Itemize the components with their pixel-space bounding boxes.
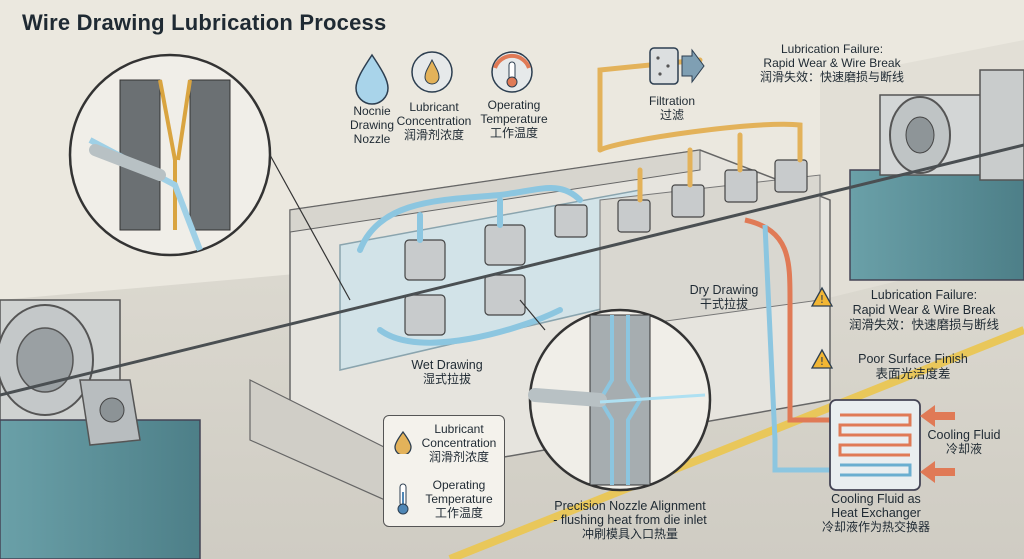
cooling-fluid-label: Cooling Fluid 冷却液 (927, 428, 1001, 456)
capstan-machine (849, 69, 1024, 281)
dry-drawing-label: Dry Drawing 干式拉拔 (689, 283, 759, 311)
gauge-icon (411, 51, 453, 93)
svg-text:!: ! (820, 355, 824, 368)
concentration-label: Lubricant Concentration 润滑剂浓度 (396, 100, 472, 142)
filter-icon (649, 47, 705, 85)
nozzle-alignment-label: Precision Nozzle Alignment - flushing he… (553, 499, 707, 541)
nozzle-detail-callout (519, 299, 712, 492)
warning-surface-finish: Poor Surface Finish 表面光洁度差 (858, 352, 968, 381)
warning-icon: ! (810, 286, 834, 307)
warning-icon: ! (810, 348, 834, 369)
die-detail-callout (68, 53, 351, 301)
heat-exchanger (829, 399, 921, 491)
wet-drawing-label: Wet Drawing 湿式拉拔 (411, 358, 483, 386)
svg-text:!: ! (820, 293, 824, 306)
droplet-icon (355, 53, 389, 105)
legend-box: Lubricant Concentration 润滑剂浓度 Operating … (383, 415, 505, 527)
cooling-loop (744, 217, 830, 473)
wire (0, 143, 1024, 397)
filtration-label: Filtration 过滤 (648, 94, 695, 122)
unwind-machine (0, 299, 201, 559)
page-title: Wire Drawing Lubrication Process (22, 10, 387, 35)
nozzle-label: Nocnie Drawing Nozzle (349, 104, 394, 146)
legend-temperature-label: Operating Temperature 工作温度 (425, 478, 493, 520)
failure-label-top: Lubrication Failure: Rapid Wear & Wire B… (759, 42, 904, 84)
floor-safety-line (448, 326, 1024, 559)
thermometer-icon (397, 483, 409, 515)
temperature-label: Operating Temperature 工作温度 (480, 98, 548, 140)
heat-exchanger-label: Cooling Fluid as Heat Exchanger 冷却液作为热交换… (821, 492, 930, 534)
warning-lubrication-failure: Lubrication Failure: Rapid Wear & Wire B… (848, 288, 999, 332)
thermometer-gauge-icon (491, 51, 533, 93)
legend-concentration-label: Lubricant Concentration 润滑剂浓度 (421, 422, 497, 464)
cooling-flow-arrows (920, 405, 955, 483)
die-blocks (404, 159, 808, 336)
droplet-icon (394, 430, 412, 454)
